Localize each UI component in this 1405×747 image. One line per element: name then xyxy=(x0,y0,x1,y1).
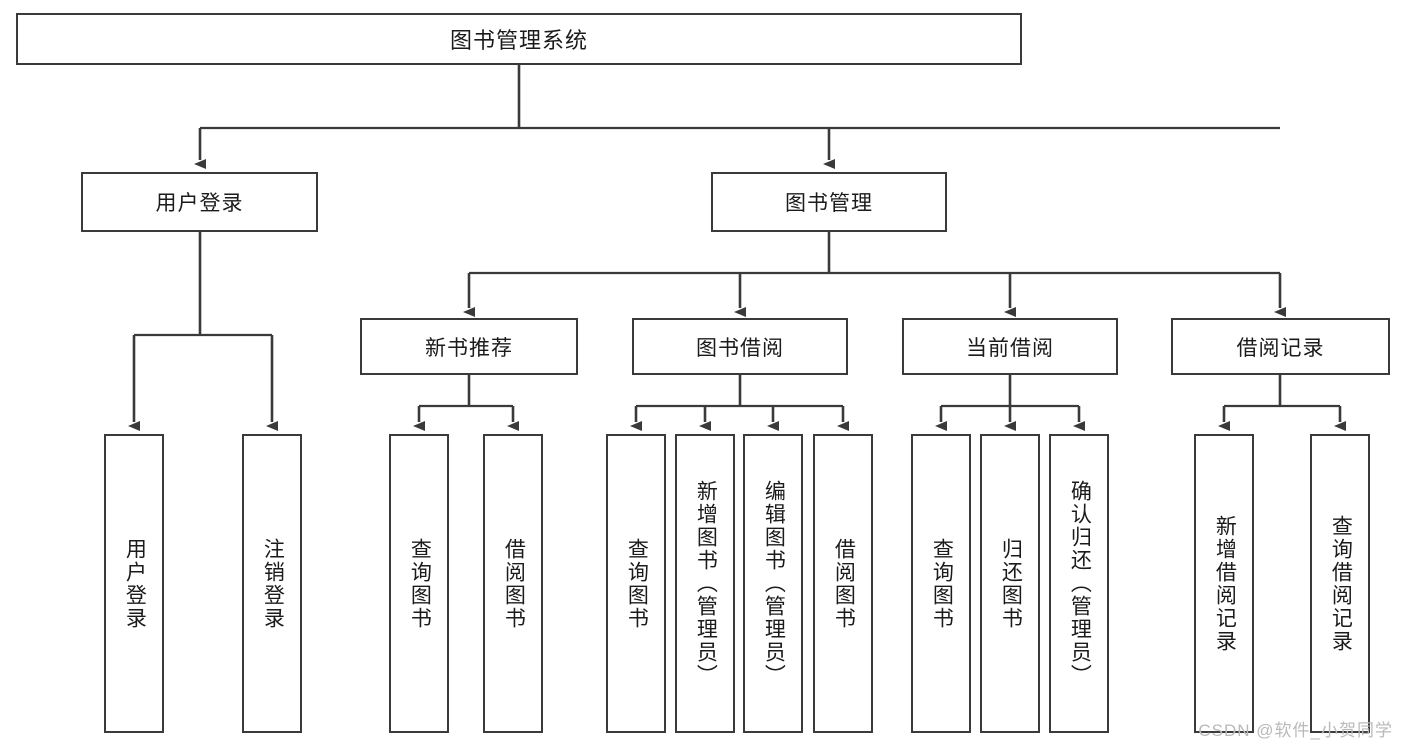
watermark: CSDN @软件_小贺同学 xyxy=(1198,721,1393,740)
leaf-borrow-books[interactable]: 借阅图书 xyxy=(813,434,873,733)
leaf-edit-book-admin[interactable]: 编辑图书（管理员） xyxy=(743,434,803,733)
leaf-add-book-admin[interactable]: 新增图书（管理员） xyxy=(675,434,735,733)
leaf-query-books-borrowing[interactable]: 查询图书 xyxy=(606,434,666,733)
leaf-add-borrowing-record[interactable]: 新增借阅记录 xyxy=(1194,434,1254,733)
leaf-query-books-current[interactable]: 查询图书 xyxy=(911,434,971,733)
node-new-book-recommendation[interactable]: 新书推荐 xyxy=(360,318,578,375)
node-user-login[interactable]: 用户登录 xyxy=(81,172,318,232)
node-book-borrowing[interactable]: 图书借阅 xyxy=(632,318,848,375)
node-borrowing-records[interactable]: 借阅记录 xyxy=(1171,318,1390,375)
leaf-logout[interactable]: 注销登录 xyxy=(242,434,302,733)
leaf-return-books[interactable]: 归还图书 xyxy=(980,434,1040,733)
node-root-book-management-system[interactable]: 图书管理系统 xyxy=(16,13,1022,65)
leaf-user-login[interactable]: 用户登录 xyxy=(104,434,164,733)
node-current-borrowing[interactable]: 当前借阅 xyxy=(902,318,1118,375)
node-book-management[interactable]: 图书管理 xyxy=(711,172,947,232)
leaf-query-books-recommendation[interactable]: 查询图书 xyxy=(389,434,449,733)
leaf-borrow-books-recommendation[interactable]: 借阅图书 xyxy=(483,434,543,733)
leaf-query-borrowing-record[interactable]: 查询借阅记录 xyxy=(1310,434,1370,733)
leaf-confirm-return-admin[interactable]: 确认归还（管理员） xyxy=(1049,434,1109,733)
